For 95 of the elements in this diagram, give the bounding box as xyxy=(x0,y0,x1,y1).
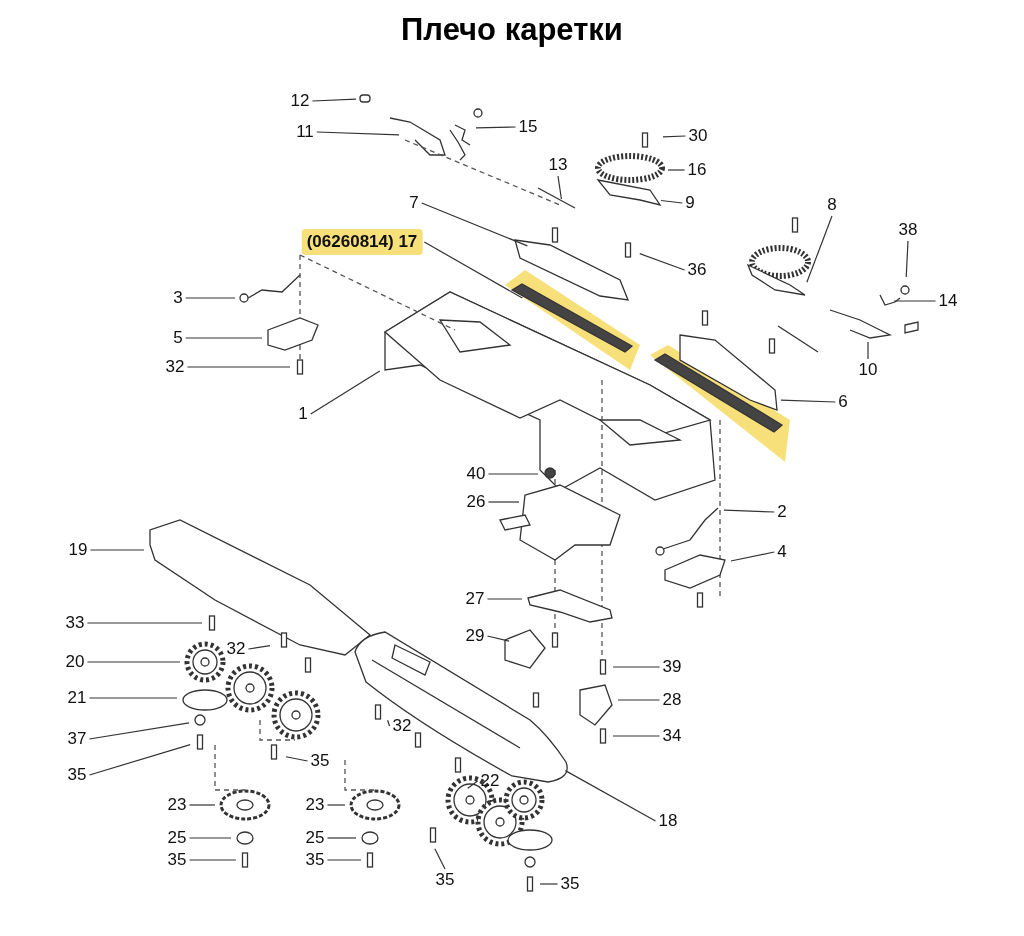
callout-number: 26 xyxy=(465,492,487,512)
callout-number: 18 xyxy=(657,811,679,831)
callout-number: 35 xyxy=(304,850,326,870)
leader-line xyxy=(867,341,869,360)
callout-number: 32 xyxy=(164,357,186,377)
callout-number: 5 xyxy=(172,328,184,348)
leader-line xyxy=(423,241,523,299)
callout-number: 29 xyxy=(464,626,486,646)
leader-line xyxy=(89,549,145,551)
leader-line xyxy=(564,770,657,822)
leader-line xyxy=(185,297,236,299)
leader-line xyxy=(88,697,178,699)
leader-line xyxy=(86,661,181,663)
leader-line xyxy=(486,598,523,600)
leader-line xyxy=(247,645,271,650)
callout-number: 25 xyxy=(166,828,188,848)
callout-number: (06260814) 17 xyxy=(301,229,423,255)
leader-line xyxy=(188,837,232,839)
leader-line xyxy=(539,883,559,885)
leader-line xyxy=(285,756,309,762)
callout-number: 23 xyxy=(166,795,188,815)
callout-number: 32 xyxy=(391,716,413,736)
leader-line xyxy=(86,622,203,624)
callout-number: 9 xyxy=(684,193,696,213)
leader-line xyxy=(326,837,357,839)
callout-number: 20 xyxy=(64,652,86,672)
leader-line xyxy=(486,635,510,642)
callout-number: 2 xyxy=(776,502,788,522)
leader-line xyxy=(185,337,263,339)
callout-number: 38 xyxy=(897,220,919,240)
callout-number: 8 xyxy=(826,195,838,215)
callout-number: 30 xyxy=(687,126,709,146)
leader-line xyxy=(188,859,237,861)
leader-line xyxy=(88,722,190,740)
callout-number: 12 xyxy=(289,91,311,111)
leader-line xyxy=(557,175,562,200)
callout-number: 32 xyxy=(225,639,247,659)
leader-line xyxy=(310,370,381,415)
leader-line xyxy=(467,780,479,789)
leader-line xyxy=(326,804,346,806)
callout-number: 1 xyxy=(297,404,309,424)
leader-line xyxy=(186,366,291,368)
leader-line xyxy=(311,98,357,102)
callout-number: 28 xyxy=(661,690,683,710)
callout-number: 34 xyxy=(661,726,683,746)
leader-line xyxy=(487,501,520,503)
leader-line xyxy=(326,859,362,861)
callout-number: 10 xyxy=(857,360,879,380)
callout-number: 36 xyxy=(686,260,708,280)
leader-line xyxy=(905,240,909,278)
leader-line xyxy=(88,743,191,776)
leader-line xyxy=(730,551,775,562)
callout-number: 14 xyxy=(937,291,959,311)
leader-line xyxy=(893,300,937,302)
callout-number: 13 xyxy=(547,155,569,175)
leader-line xyxy=(612,666,661,668)
leader-line xyxy=(660,199,683,204)
leader-line xyxy=(662,135,687,138)
callout-number: 21 xyxy=(66,688,88,708)
callout-number: 3 xyxy=(172,288,184,308)
callout-number: 22 xyxy=(479,771,501,791)
callout-number: 7 xyxy=(408,193,420,213)
callout-number: 37 xyxy=(66,729,88,749)
callout-number: 23 xyxy=(304,795,326,815)
leader-line xyxy=(780,399,836,403)
callout-number: 19 xyxy=(67,540,89,560)
callout-number: 35 xyxy=(309,751,331,771)
callout-number: 16 xyxy=(686,160,708,180)
callout-number: 4 xyxy=(776,542,788,562)
callout-number: 35 xyxy=(434,870,456,890)
callout-number: 39 xyxy=(661,657,683,677)
callout-number: 35 xyxy=(166,850,188,870)
callout-number: 25 xyxy=(304,828,326,848)
callout-number: 11 xyxy=(295,122,315,142)
callout-number: 6 xyxy=(837,392,849,412)
callout-number: 33 xyxy=(64,613,86,633)
leader-line xyxy=(806,215,833,283)
leader-line xyxy=(421,202,528,247)
callout-number: 27 xyxy=(464,589,486,609)
leader-line xyxy=(188,804,216,806)
leader-line xyxy=(617,699,661,701)
leader-line xyxy=(434,848,446,870)
leader-line xyxy=(475,126,517,129)
callout-number: 35 xyxy=(66,765,88,785)
leader-line xyxy=(612,735,661,737)
callout-number: 40 xyxy=(465,464,487,484)
leader-line xyxy=(667,169,686,171)
leader-line xyxy=(639,253,686,271)
callout-number: 15 xyxy=(517,117,539,137)
diagram-title: Плечо каретки xyxy=(400,12,624,48)
leader-line xyxy=(316,131,400,136)
leader-line xyxy=(723,509,775,513)
leader-line xyxy=(386,719,391,727)
leader-line xyxy=(487,473,539,475)
callout-number: 35 xyxy=(559,874,581,894)
